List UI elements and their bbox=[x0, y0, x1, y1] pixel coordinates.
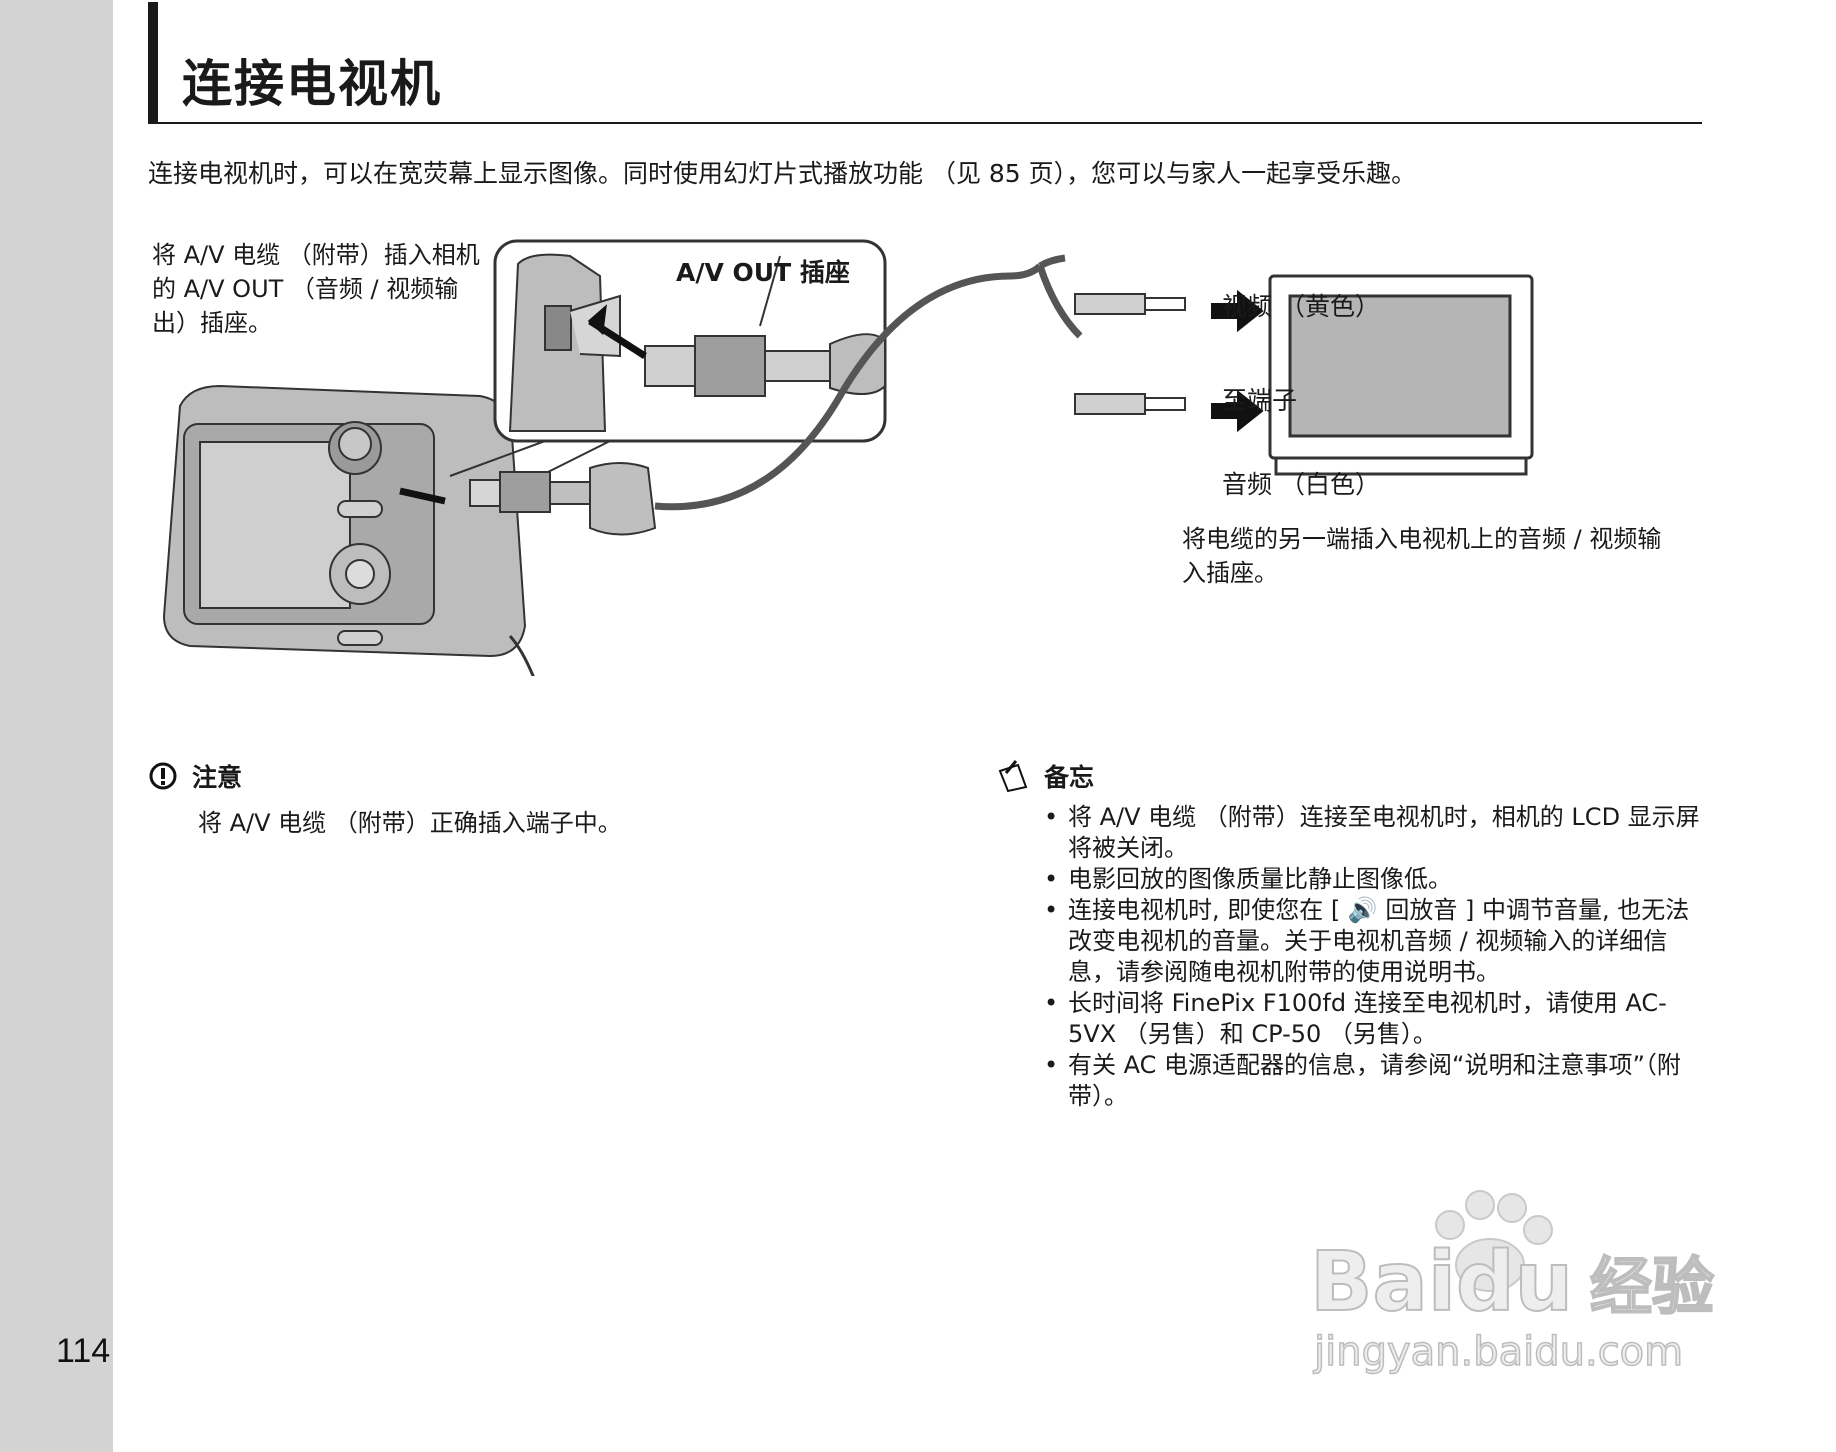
paw-icon bbox=[1435, 1190, 1553, 1292]
tv-connection-callout: 将电缆的另一端插入电视机上的音频 / 视频输入插座。 bbox=[1182, 525, 1662, 587]
caution-body: 将 A/V 电缆 （附带）正确插入端子中。 bbox=[198, 809, 622, 837]
watermark-brand: Baidu bbox=[1310, 1235, 1573, 1330]
caution-heading-text: 注意 bbox=[192, 763, 243, 792]
av-plug bbox=[399, 462, 657, 536]
caution-heading: 注意 bbox=[148, 758, 242, 794]
intro-paragraph: 连接电视机时，可以在宽荧幕上显示图像。同时使用幻灯片式播放功能 （见 85 页）… bbox=[148, 159, 1417, 188]
page-number: 114 bbox=[56, 1332, 111, 1370]
to-terminal-label: 至端子 bbox=[1222, 386, 1298, 415]
memo-list: 将 A/V 电缆 （附带）连接至电视机时，相机的 LCD 显示屏将被关闭。 电影… bbox=[1044, 802, 1704, 1112]
page-title: 连接电视机 bbox=[182, 55, 442, 113]
watermark-url: jingyan.baidu.com bbox=[1313, 1329, 1683, 1375]
memo-item: 电影回放的图像质量比静止图像低。 bbox=[1044, 864, 1704, 895]
memo-heading: 备忘 bbox=[996, 758, 1094, 794]
av-out-jack-label: A/V OUT 插座 bbox=[676, 258, 850, 287]
tv-illustration bbox=[1268, 274, 1534, 476]
page-sidebar bbox=[0, 0, 113, 1452]
title-bar bbox=[148, 2, 158, 124]
memo-item: 有关 AC 电源适配器的信息，请参阅“说明和注意事项”（附带）。 bbox=[1044, 1050, 1704, 1112]
caution-icon bbox=[149, 762, 177, 790]
memo-item: 将 A/V 电缆 （附带）连接至电视机时，相机的 LCD 显示屏将被关闭。 bbox=[1044, 802, 1704, 864]
av-cable bbox=[654, 263, 1043, 511]
title-rule bbox=[148, 122, 1702, 124]
watermark-brand-cn: 经验 bbox=[1590, 1250, 1714, 1323]
memo-item: 长时间将 FinePix F100fd 连接至电视机时，请使用 AC-5VX （… bbox=[1044, 988, 1704, 1050]
camera-illustration bbox=[162, 384, 535, 676]
baidu-watermark: Baidu 经验 jingyan.baidu.com bbox=[1309, 1190, 1715, 1376]
camera-connection-callout: 将 A/V 电缆 （附带）插入相机的 A/V OUT （音频 / 视频输出）插座… bbox=[152, 241, 480, 337]
memo-heading-text: 备忘 bbox=[1044, 763, 1095, 792]
rca-plugs bbox=[1074, 289, 1264, 433]
audio-white-label: 音频 （白色） bbox=[1222, 470, 1380, 499]
jack-inset bbox=[449, 239, 887, 507]
video-yellow-label: 视频 （黄色） bbox=[1222, 292, 1380, 321]
memo-icon bbox=[998, 760, 1028, 793]
memo-item: 连接电视机时, 即使您在 [ 🔊 回放音 ] 中调节音量, 也无法改变电视机的音… bbox=[1044, 895, 1704, 988]
tv-connection-diagram bbox=[162, 239, 1534, 676]
